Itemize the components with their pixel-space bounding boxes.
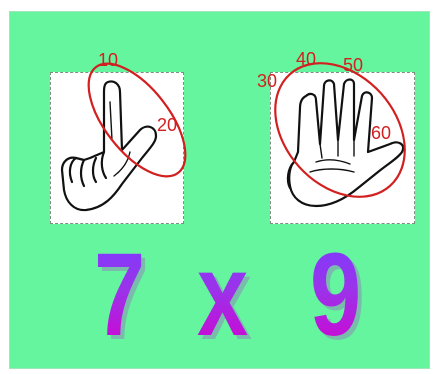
label-30: 30	[257, 72, 277, 90]
label-40: 40	[296, 50, 316, 68]
label-50: 50	[343, 56, 363, 74]
label-20: 20	[157, 116, 177, 134]
two-finger-hand-icon	[62, 81, 156, 210]
label-60: 60	[371, 124, 391, 142]
equation-right-number: 9	[310, 236, 361, 354]
equation-left-number: 7	[94, 236, 145, 354]
equation-operator: x	[197, 236, 248, 354]
slide-canvas: 10 20 30 40 50 60 7 x 9 7 x 9	[9, 11, 430, 369]
label-10: 10	[98, 51, 118, 69]
